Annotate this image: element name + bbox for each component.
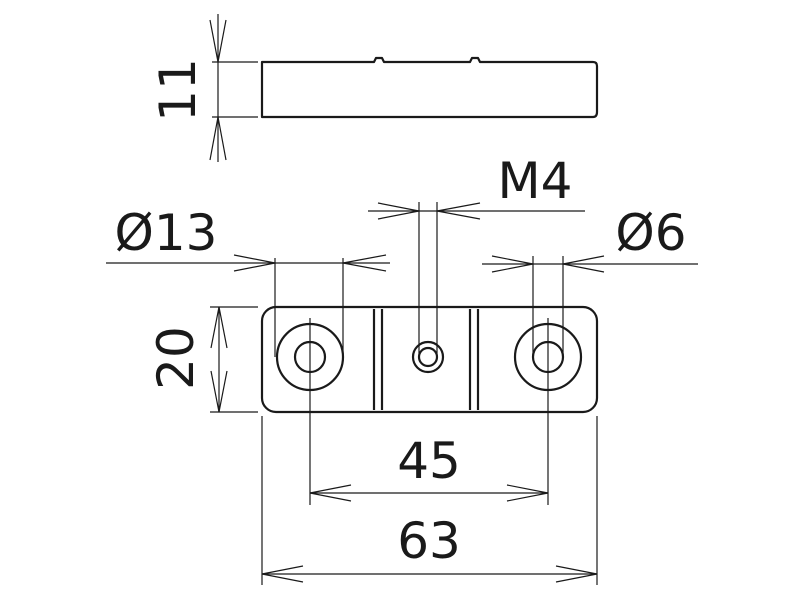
clamp-body	[260, 305, 599, 414]
hole-small-arrow-right	[562, 255, 605, 273]
height-label: 20	[147, 326, 205, 390]
hole-large-arrow-left	[233, 254, 276, 272]
side-view-outline	[260, 56, 599, 119]
dim-overall-length: 63	[261, 416, 598, 585]
hole-large-arrow-right	[342, 254, 387, 272]
hole-small-arrow-left	[491, 255, 534, 273]
side-view: 11	[149, 14, 599, 162]
hole-large-label: Ø13	[115, 204, 218, 262]
dim-hole-small: Ø6	[482, 204, 698, 357]
thread-hole-outer	[411, 340, 445, 374]
dim-hole-spacing: 45	[309, 432, 549, 502]
height-arrow-top	[210, 306, 228, 349]
dim-thread: M4	[368, 152, 585, 357]
thickness-label: 11	[149, 58, 207, 122]
length-label: 63	[397, 512, 461, 570]
hole-spacing-label: 45	[397, 432, 461, 490]
thread-hole-inner	[417, 346, 439, 368]
dim-hole-large: Ø13	[106, 204, 390, 357]
thread-label: M4	[498, 152, 573, 210]
length-arrow-right	[555, 565, 598, 583]
thickness-arrow-top	[209, 19, 227, 63]
height-arrow-bottom	[210, 370, 228, 413]
hole-small-label: Ø6	[615, 204, 686, 262]
hole-spacing-arrow-left	[309, 484, 352, 502]
thread-arrow-left	[377, 202, 420, 220]
thread-arrow-right	[436, 202, 481, 220]
thickness-arrow-bottom	[209, 116, 227, 161]
length-arrow-left	[261, 565, 304, 583]
hole-spacing-arrow-right	[506, 484, 549, 502]
dim-height: 20	[147, 306, 258, 413]
